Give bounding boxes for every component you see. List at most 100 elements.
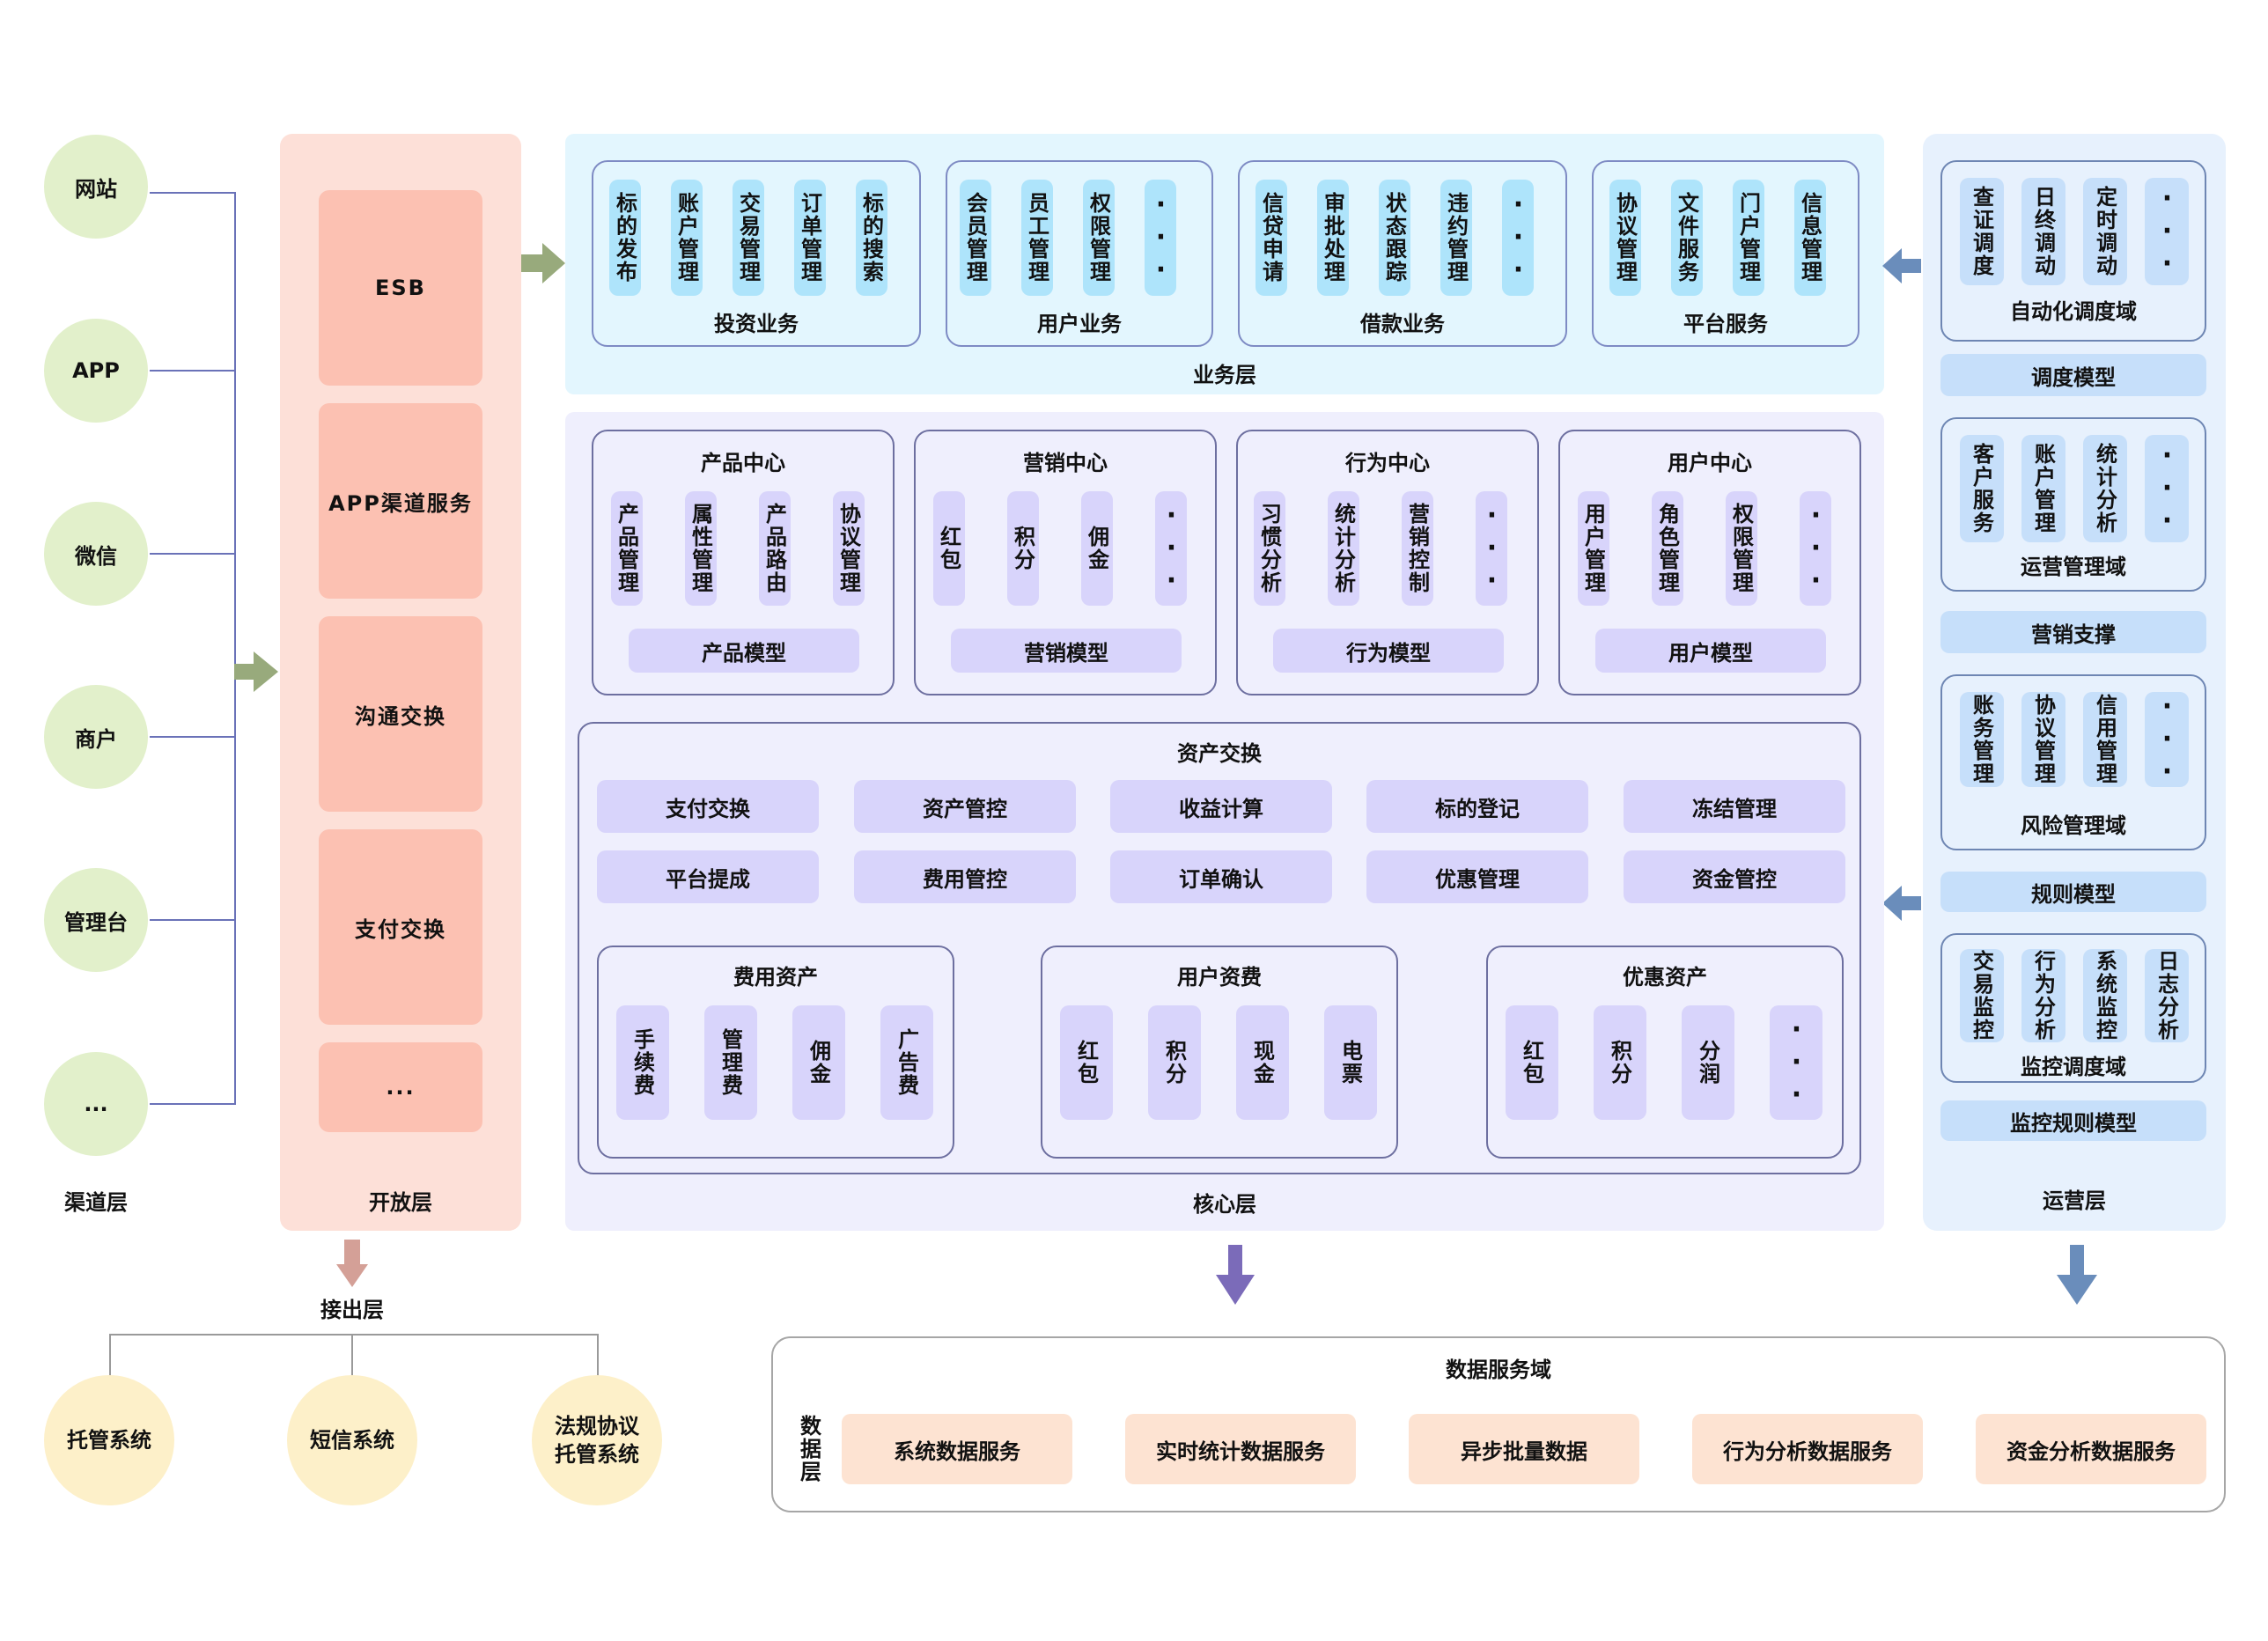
output-system-regulation-custody[interactable]: 法规协议 托管系统 xyxy=(532,1375,662,1505)
ops-item[interactable]: 日志分析 xyxy=(2145,949,2189,1042)
asset-subitem[interactable]: 分润 xyxy=(1682,1005,1734,1120)
asset-subitem[interactable]: 电票 xyxy=(1324,1005,1377,1120)
asset-item[interactable]: 资产管控 xyxy=(854,780,1076,833)
core-item[interactable]: 用户管理 xyxy=(1578,491,1609,606)
core-model-marketing[interactable]: 营销模型 xyxy=(951,629,1182,673)
ops-item-more[interactable]: ··· xyxy=(2145,435,2189,542)
ops-model-marketing-support[interactable]: 营销支撑 xyxy=(1940,611,2206,653)
core-item[interactable]: 产品路由 xyxy=(759,491,791,606)
core-model-behavior[interactable]: 行为模型 xyxy=(1273,629,1504,673)
ops-item[interactable]: 账务管理 xyxy=(1960,692,2004,787)
business-item[interactable]: 信息管理 xyxy=(1794,180,1826,296)
core-model-user[interactable]: 用户模型 xyxy=(1595,629,1826,673)
asset-item[interactable]: 冻结管理 xyxy=(1624,780,1845,833)
asset-subitem[interactable]: 广告费 xyxy=(880,1005,933,1120)
business-item[interactable]: 违约管理 xyxy=(1440,180,1472,296)
asset-subitem-more[interactable]: ··· xyxy=(1770,1005,1822,1120)
ops-item[interactable]: 查证调度 xyxy=(1960,178,2004,285)
ops-item[interactable]: 定时调动 xyxy=(2083,178,2127,285)
ops-model-rules[interactable]: 规则模型 xyxy=(1940,872,2206,912)
asset-item[interactable]: 订单确认 xyxy=(1110,850,1332,903)
core-item-more[interactable]: ··· xyxy=(1476,491,1507,606)
core-item[interactable]: 属性管理 xyxy=(685,491,717,606)
asset-subitem[interactable]: 手续费 xyxy=(616,1005,669,1120)
asset-subitem[interactable]: 现金 xyxy=(1236,1005,1289,1120)
ops-item[interactable]: 日终调动 xyxy=(2021,178,2066,285)
ops-item[interactable]: 系统监控 xyxy=(2083,949,2127,1042)
asset-item[interactable]: 平台提成 xyxy=(597,850,819,903)
business-item[interactable]: 协议管理 xyxy=(1609,180,1641,296)
asset-item[interactable]: 费用管控 xyxy=(854,850,1076,903)
asset-subitem[interactable]: 管理费 xyxy=(704,1005,757,1120)
business-item[interactable]: 账户管理 xyxy=(671,180,703,296)
channel-website[interactable]: 网站 xyxy=(44,135,148,239)
business-item[interactable]: 门户管理 xyxy=(1733,180,1764,296)
core-item[interactable]: 统计分析 xyxy=(1328,491,1359,606)
core-item-more[interactable]: ··· xyxy=(1800,491,1831,606)
ops-model-monitoring-rules[interactable]: 监控规则模型 xyxy=(1940,1100,2206,1141)
business-item[interactable]: 会员管理 xyxy=(960,180,991,296)
business-item[interactable]: 文件服务 xyxy=(1671,180,1703,296)
ops-item[interactable]: 协议管理 xyxy=(2021,692,2066,787)
asset-item[interactable]: 支付交换 xyxy=(597,780,819,833)
asset-item[interactable]: 标的登记 xyxy=(1366,780,1588,833)
business-item-more[interactable]: ··· xyxy=(1502,180,1534,296)
asset-item[interactable]: 资金管控 xyxy=(1624,850,1845,903)
business-item-more[interactable]: ··· xyxy=(1145,180,1176,296)
business-item[interactable]: 审批处理 xyxy=(1317,180,1349,296)
business-item[interactable]: 标的搜索 xyxy=(856,180,887,296)
ops-item[interactable]: 行为分析 xyxy=(2021,949,2066,1042)
business-item[interactable]: 信贷申请 xyxy=(1256,180,1287,296)
data-service[interactable]: 行为分析数据服务 xyxy=(1692,1414,1923,1484)
core-item[interactable]: 习惯分析 xyxy=(1254,491,1285,606)
ops-item[interactable]: 统计分析 xyxy=(2083,435,2127,542)
business-item[interactable]: 订单管理 xyxy=(794,180,826,296)
asset-subitem[interactable]: 红包 xyxy=(1060,1005,1113,1120)
ops-item[interactable]: 客户服务 xyxy=(1960,435,2004,542)
asset-subitem[interactable]: 红包 xyxy=(1506,1005,1558,1120)
arrow-right-icon xyxy=(521,243,565,283)
ops-model-scheduling[interactable]: 调度模型 xyxy=(1940,354,2206,396)
open-box-payment-exchange[interactable]: 支付交换 xyxy=(319,829,482,1025)
open-box-app-channel-service[interactable]: APP渠道服务 xyxy=(319,403,482,599)
core-item[interactable]: 权限管理 xyxy=(1726,491,1757,606)
ops-item[interactable]: 账户管理 xyxy=(2021,435,2066,542)
core-item[interactable]: 积分 xyxy=(1007,491,1039,606)
business-item[interactable]: 状态跟踪 xyxy=(1379,180,1410,296)
open-box-communication-exchange[interactable]: 沟通交换 xyxy=(319,616,482,812)
core-item-more[interactable]: ··· xyxy=(1155,491,1187,606)
asset-subitem[interactable]: 积分 xyxy=(1594,1005,1646,1120)
business-item[interactable]: 交易管理 xyxy=(733,180,764,296)
asset-item[interactable]: 优惠管理 xyxy=(1366,850,1588,903)
core-item[interactable]: 营销控制 xyxy=(1402,491,1433,606)
data-service[interactable]: 资金分析数据服务 xyxy=(1976,1414,2206,1484)
ops-item-more[interactable]: ··· xyxy=(2145,691,2189,789)
ops-item[interactable]: 交易监控 xyxy=(1960,949,2004,1042)
core-item[interactable]: 协议管理 xyxy=(833,491,865,606)
output-system-sms[interactable]: 短信系统 xyxy=(287,1375,417,1505)
core-item[interactable]: 红包 xyxy=(933,491,965,606)
open-box-esb[interactable]: ESB xyxy=(319,190,482,386)
channel-admin-console[interactable]: 管理台 xyxy=(44,868,148,972)
core-item[interactable]: 佣金 xyxy=(1081,491,1113,606)
output-system-custody[interactable]: 托管系统 xyxy=(44,1375,174,1505)
core-item[interactable]: 角色管理 xyxy=(1652,491,1683,606)
business-item[interactable]: 权限管理 xyxy=(1083,180,1115,296)
ops-item[interactable]: 信用管理 xyxy=(2083,692,2127,787)
ops-item-more[interactable]: ··· xyxy=(2145,178,2189,285)
asset-item[interactable]: 收益计算 xyxy=(1110,780,1332,833)
data-service[interactable]: 异步批量数据 xyxy=(1409,1414,1639,1484)
business-item[interactable]: 标的发布 xyxy=(609,180,641,296)
channel-more[interactable]: ... xyxy=(44,1052,148,1156)
channel-wechat[interactable]: 微信 xyxy=(44,502,148,606)
core-item[interactable]: 产品管理 xyxy=(611,491,643,606)
asset-subitem[interactable]: 积分 xyxy=(1148,1005,1201,1120)
core-model-product[interactable]: 产品模型 xyxy=(629,629,859,673)
channel-app[interactable]: APP xyxy=(44,319,148,423)
data-service[interactable]: 实时统计数据服务 xyxy=(1125,1414,1356,1484)
open-box-more[interactable]: ... xyxy=(319,1042,482,1132)
business-item[interactable]: 员工管理 xyxy=(1021,180,1053,296)
channel-merchant[interactable]: 商户 xyxy=(44,685,148,789)
asset-subitem[interactable]: 佣金 xyxy=(792,1005,845,1120)
data-service[interactable]: 系统数据服务 xyxy=(842,1414,1072,1484)
